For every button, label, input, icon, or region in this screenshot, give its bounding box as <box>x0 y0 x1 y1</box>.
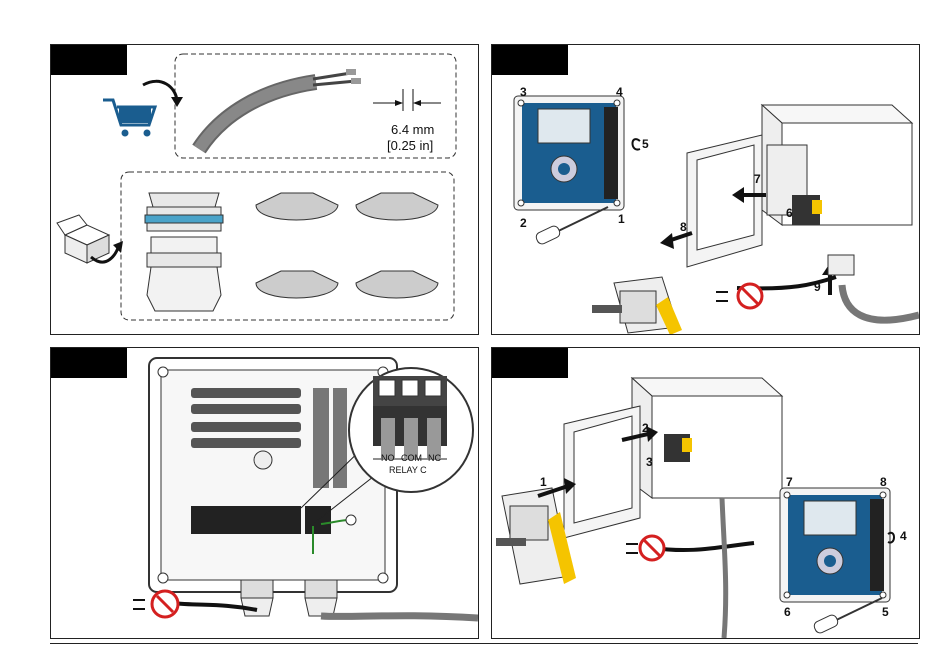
seal-plug <box>356 193 438 220</box>
corner-label: 8 <box>880 476 887 488</box>
panel-cable-and-parts: 6.4 mm [0.25 in] <box>50 44 479 335</box>
corner-label: 2 <box>520 217 527 229</box>
cable-gland <box>145 193 223 311</box>
step-label: 8 <box>680 221 687 233</box>
step-label: 1 <box>540 476 547 488</box>
seal-plug <box>256 193 338 220</box>
corner-label: 3 <box>520 86 527 98</box>
panel-relay-wiring: NO COM NC RELAY C <box>50 347 479 639</box>
step-label: 5 <box>882 606 889 618</box>
panel3-drawing <box>51 348 478 638</box>
corner-label: 7 <box>786 476 793 488</box>
panel4-drawing <box>492 348 919 638</box>
step-label: 6 <box>786 207 793 219</box>
panel2-drawing <box>492 45 919 334</box>
dimension-in: [0.25 in] <box>387 139 433 154</box>
step-label: 5 <box>642 138 649 150</box>
panel1-drawing <box>51 45 478 334</box>
terminal-nc-label: NC <box>428 454 441 463</box>
seal-plug <box>356 271 438 298</box>
page-bottom-rule <box>50 643 918 644</box>
step-label: 7 <box>754 173 761 185</box>
corner-label: 6 <box>784 606 791 618</box>
terminal-no-label: NO <box>381 454 395 463</box>
relay-label: RELAY C <box>389 466 427 475</box>
step-label: 2 <box>642 422 649 434</box>
seal-plug <box>256 271 338 298</box>
corner-label: 1 <box>618 213 625 225</box>
step-label: 9 <box>814 281 821 293</box>
terminal-com-label: COM <box>401 454 422 463</box>
box-icon <box>57 215 123 263</box>
step-label: 4 <box>900 530 907 542</box>
step-label: 3 <box>646 456 653 468</box>
panel-reinstall-cover: 1 2 3 4 5 7 8 6 <box>491 347 920 639</box>
dimension-mm: 6.4 mm <box>391 123 434 138</box>
cart-icon <box>103 81 183 136</box>
corner-label: 4 <box>616 86 623 98</box>
panel-remove-front-cover: 3 4 2 1 5 6 7 8 9 <box>491 44 920 335</box>
